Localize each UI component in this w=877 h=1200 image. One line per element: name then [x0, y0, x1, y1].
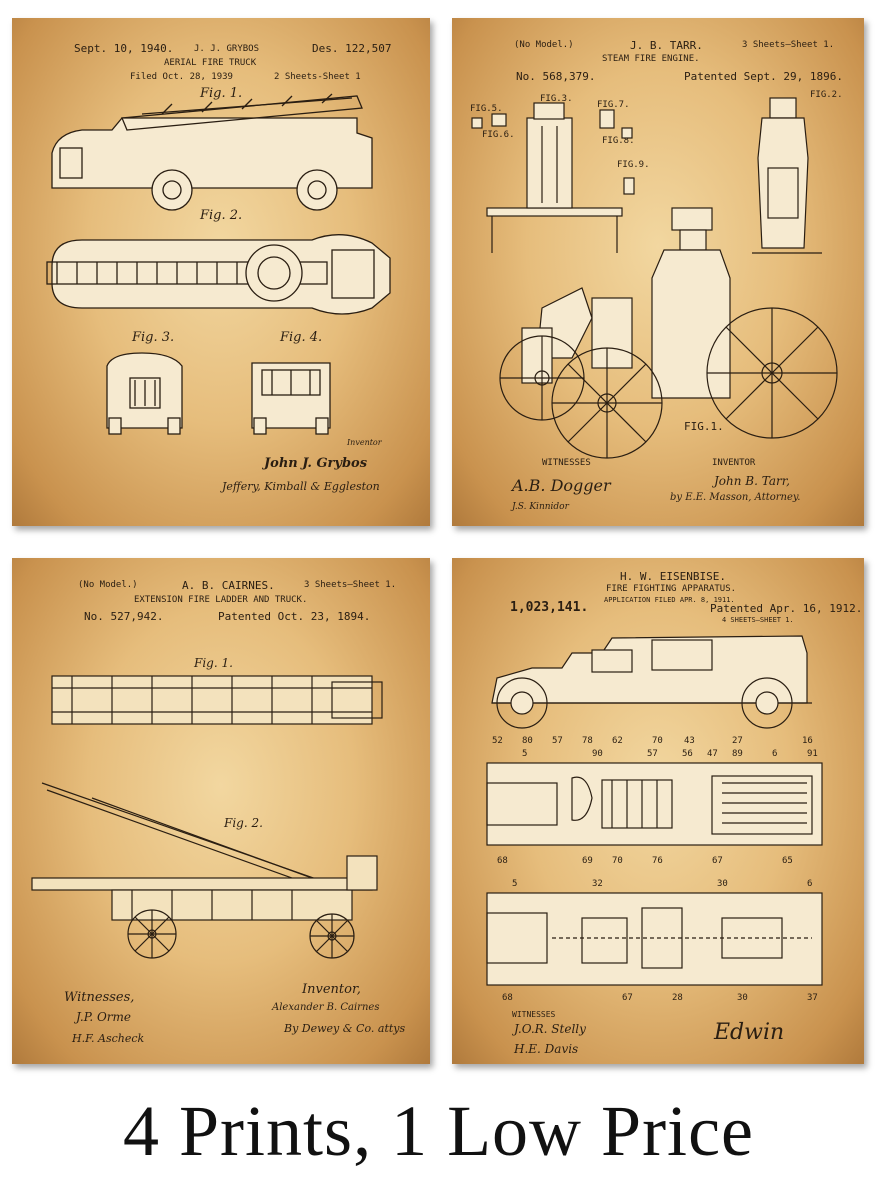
ladder-truck-drawings [12, 558, 430, 1064]
inventor-signature: John J. Grybos [264, 456, 367, 471]
attorney-signature: Jeffery, Kimball & Eggleston [222, 480, 380, 493]
witnesses-label: WITNESSES [542, 458, 591, 468]
svg-text:65: 65 [782, 856, 793, 866]
svg-text:70: 70 [652, 736, 663, 746]
attorney-signature: By Dewey & Co. attys [284, 1022, 405, 1035]
svg-text:76: 76 [652, 856, 663, 866]
svg-text:52: 52 [492, 736, 503, 746]
aerial-truck-drawings [12, 18, 430, 526]
print-steam-fire-engine: (No Model.) J. B. TARR. 3 Sheets—Sheet 1… [452, 18, 864, 526]
svg-text:30: 30 [737, 993, 748, 1003]
svg-text:62: 62 [612, 736, 623, 746]
svg-text:68: 68 [497, 856, 508, 866]
print-fire-fighting-apparatus: H. W. EISENBISE. FIRE FIGHTING APPARATUS… [452, 558, 864, 1064]
svg-text:6: 6 [807, 879, 812, 889]
witness-signature-2: H.F. Ascheck [72, 1032, 144, 1045]
inventor-signature: Edwin [714, 1020, 784, 1045]
witness-signature-1: A.B. Dogger [512, 476, 611, 495]
svg-text:30: 30 [717, 879, 728, 889]
witness-signature-2: J.S. Kinnidor [512, 502, 569, 512]
svg-text:16: 16 [802, 736, 813, 746]
svg-text:57: 57 [647, 749, 658, 759]
svg-text:70: 70 [612, 856, 623, 866]
svg-text:5: 5 [522, 749, 527, 759]
svg-text:78: 78 [582, 736, 593, 746]
svg-text:32: 32 [592, 879, 603, 889]
svg-text:37: 37 [807, 993, 818, 1003]
inventor-label: INVENTOR [712, 458, 755, 468]
print-extension-fire-ladder: (No Model.) A. B. CAIRNES. 3 Sheets—Shee… [12, 558, 430, 1064]
svg-text:67: 67 [622, 993, 633, 1003]
svg-text:28: 28 [672, 993, 683, 1003]
svg-text:27: 27 [732, 736, 743, 746]
inventor-label: Inventor, [302, 982, 361, 997]
witness-signature-1: J.P. Orme [76, 1010, 131, 1024]
svg-text:6: 6 [772, 749, 777, 759]
witnesses-label: WITNESSES [512, 1010, 555, 1019]
steam-engine-drawings [452, 18, 864, 526]
svg-text:43: 43 [684, 736, 695, 746]
inventor-signature: Alexander B. Cairnes [272, 1002, 379, 1013]
svg-text:80: 80 [522, 736, 533, 746]
witnesses-label: Witnesses, [64, 990, 134, 1005]
inventor-signature: John B. Tarr, [714, 474, 790, 488]
svg-text:69: 69 [582, 856, 593, 866]
svg-text:47: 47 [707, 749, 718, 759]
svg-text:5: 5 [512, 879, 517, 889]
apparatus-drawings: 528057786270432716 59057564789691 686970… [452, 558, 864, 1064]
inventor-label: Inventor [347, 438, 382, 447]
witness-signature-1: J.O.R. Stelly [514, 1022, 586, 1036]
witness-signature-2: H.E. Davis [514, 1042, 578, 1056]
svg-text:56: 56 [682, 749, 693, 759]
svg-text:91: 91 [807, 749, 818, 759]
svg-text:90: 90 [592, 749, 603, 759]
svg-text:68: 68 [502, 993, 513, 1003]
attorney-signature: by E.E. Masson, Attorney. [670, 492, 800, 503]
svg-text:89: 89 [732, 749, 743, 759]
promo-caption: 4 Prints, 1 Low Price [0, 1090, 877, 1173]
print-aerial-fire-truck: Sept. 10, 1940. J. J. GRYBOS Des. 122,50… [12, 18, 430, 526]
svg-text:67: 67 [712, 856, 723, 866]
svg-text:57: 57 [552, 736, 563, 746]
